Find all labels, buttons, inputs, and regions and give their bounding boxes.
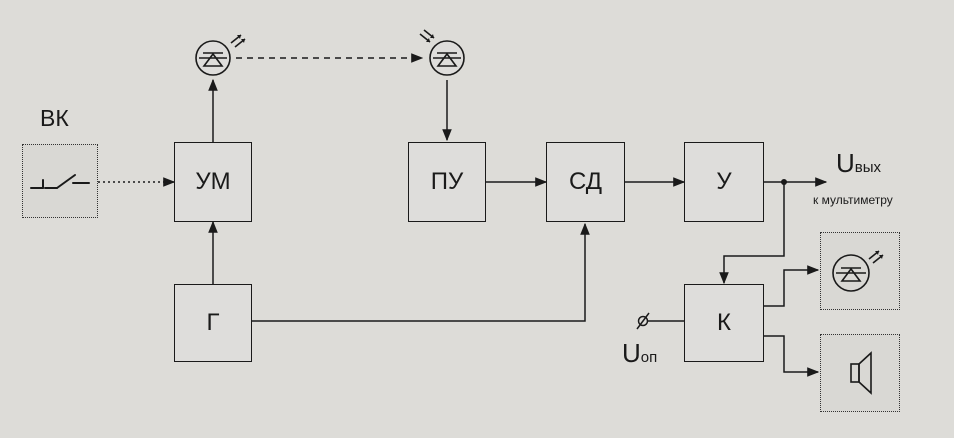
wire-tap-to-k xyxy=(719,182,785,285)
block-g: Г xyxy=(174,284,252,362)
u-out-label: Uвых xyxy=(836,150,881,176)
wire-k-to-speaker xyxy=(764,335,820,377)
block-k: К xyxy=(684,284,764,362)
switch-label: ВК xyxy=(40,105,69,131)
u-out-sub: вых xyxy=(854,159,882,176)
switch-box xyxy=(22,144,98,218)
u-ref-label: Uоп xyxy=(622,340,657,366)
terminal-symbol xyxy=(636,312,650,330)
indicator-box xyxy=(820,232,900,310)
switch-icon xyxy=(30,174,90,189)
indicator-emitter-icon xyxy=(832,250,884,292)
block-um: УМ xyxy=(174,142,252,222)
block-u: У xyxy=(684,142,764,222)
wire-k-to-indicator xyxy=(764,265,820,307)
junction-dot xyxy=(781,179,787,185)
block-pu: ПУ xyxy=(408,142,486,222)
wire-g-to-sd xyxy=(252,222,590,322)
u-out-note: к мультиметру xyxy=(813,193,893,207)
u-ref-main: U xyxy=(622,338,641,368)
speaker-box xyxy=(820,334,900,412)
u-out-main: U xyxy=(836,148,855,178)
u-ref-sub: оп xyxy=(640,349,658,366)
optical-emitter-icon xyxy=(195,34,246,76)
block-sd: СД xyxy=(546,142,625,222)
optical-receiver-icon xyxy=(419,29,465,76)
speaker-icon xyxy=(850,351,872,395)
